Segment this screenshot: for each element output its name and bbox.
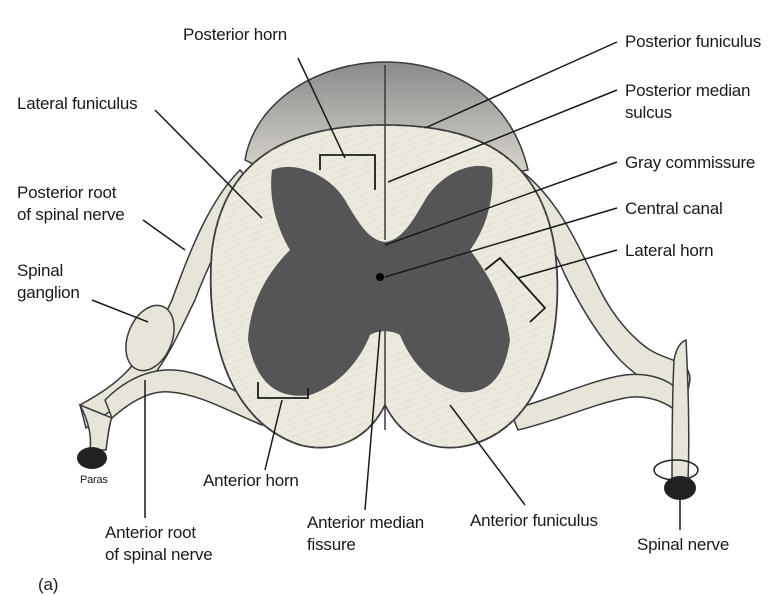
spinal-nerve-ring: [653, 459, 699, 481]
label-gray-commissure: Gray commissure: [625, 153, 756, 172]
leader-central-canal: [384, 207, 618, 278]
label-posterior-median-sulcus: Posterior median sulcus: [625, 81, 751, 122]
posterior-horn-bracket: [319, 154, 376, 190]
label-posterior-root: Posterior root of spinal nerve: [17, 183, 125, 224]
right-nerve-stump: [664, 476, 696, 500]
leader-anterior-funiculus: [449, 404, 526, 506]
label-anterior-median-fissure: Anterior median fissure: [307, 513, 425, 554]
label-spinal-ganglion: Spinal ganglion: [17, 261, 80, 302]
leader-gray-commissure: [384, 161, 618, 246]
leader-lateral-horn: [517, 249, 618, 279]
central-canal-dot: [376, 273, 384, 281]
leader-spinal-ganglion: [91, 299, 149, 323]
left-posterior-root: [79, 168, 260, 430]
right-spinal-nerve: [671, 338, 690, 481]
leader-posterior-median-sulcus: [387, 89, 618, 183]
leader-lateral-funiculus: [154, 109, 263, 219]
leader-posterior-horn: [297, 57, 346, 159]
label-posterior-funiculus: Posterior funiculus: [625, 32, 762, 51]
leader-posterior-root: [142, 219, 186, 251]
left-spinal-ganglion: [125, 304, 175, 372]
label-spinal-nerve: Spinal nerve: [637, 535, 730, 554]
left-spinal-nerve: [78, 403, 114, 451]
label-artist: Paras: [80, 474, 108, 486]
leader-anterior-horn: [264, 399, 283, 471]
label-lateral-funiculus: Lateral funiculus: [17, 94, 138, 113]
lateral-horn-bracket: [484, 256, 547, 323]
label-posterior-horn: Posterior horn: [183, 25, 287, 44]
label-anterior-root: Anterior root of spinal nerve: [105, 523, 213, 564]
panel-letter: (a): [38, 575, 59, 594]
leader-anterior-median-fissure: [364, 329, 381, 511]
label-anterior-horn: Anterior horn: [203, 471, 299, 490]
anterior-horn-bracket: [257, 382, 309, 399]
label-central-canal: Central canal: [625, 199, 723, 218]
left-nerve-stump: [77, 447, 107, 469]
label-anterior-funiculus: Anterior funiculus: [470, 511, 598, 530]
label-lateral-horn: Lateral horn: [625, 241, 714, 260]
leader-posterior-funiculus: [424, 41, 618, 129]
